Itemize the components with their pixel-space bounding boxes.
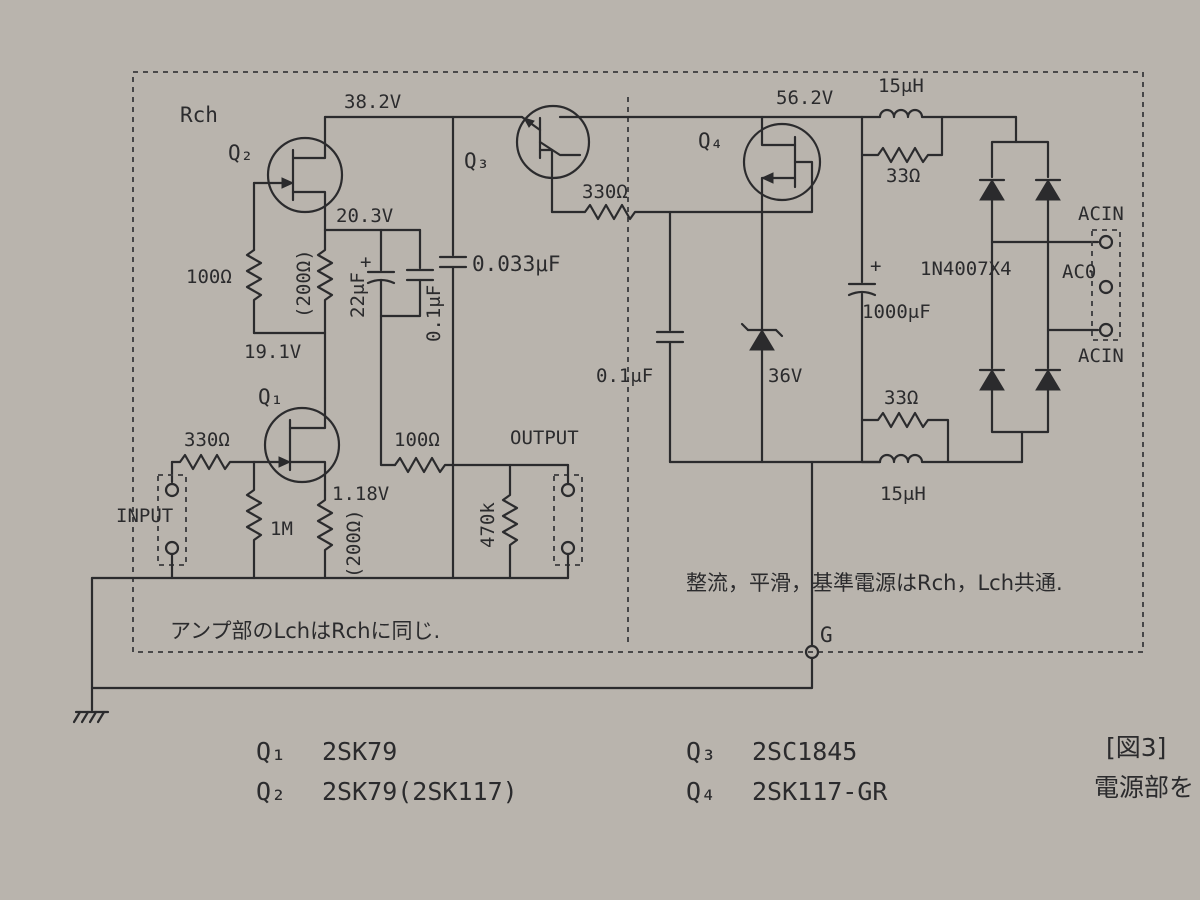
diode-2 <box>1034 178 1062 201</box>
c-01u-a-label: 0.1μF <box>423 285 445 342</box>
c-01u-b <box>655 330 685 344</box>
c-0033u <box>438 255 468 269</box>
power-note: 整流，平滑，基準電源はRch，Lch共通. <box>686 571 1063 595</box>
bridge-top-wire-r <box>1014 140 1050 179</box>
c-01u-a <box>405 268 435 282</box>
figure-caption: 電源部を <box>1094 773 1194 802</box>
l-top-label: 15μH <box>878 75 924 97</box>
legend-part-q1: 2SK79 <box>322 737 397 766</box>
r-100-left <box>245 248 263 335</box>
v-supply-label: 56.2V <box>776 87 833 109</box>
acin-top-label: ACIN <box>1078 203 1124 225</box>
plus-1000u: + <box>870 255 881 277</box>
figure-number: [図3] <box>1106 733 1166 762</box>
r-330-q3-label: 330Ω <box>582 181 628 203</box>
r-330-input-label: 330Ω <box>184 429 230 451</box>
input-label: INPUT <box>116 505 173 527</box>
r-330-q3 <box>550 203 764 221</box>
output-label: OUTPUT <box>510 427 579 449</box>
v-mid-label: 19.1V <box>244 341 301 363</box>
legend-label-q3: Q₃ <box>686 737 716 766</box>
parts-legend: Q₁ 2SK79 Q₂ 2SK79(2SK117) Q₃ 2SC1845 Q₄ … <box>256 737 888 806</box>
g-terminal <box>804 644 820 660</box>
q1-transistor <box>252 396 341 492</box>
r-33-bot <box>860 411 950 464</box>
legend-part-q3: 2SC1845 <box>752 737 857 766</box>
channel-label: Rch <box>180 103 218 127</box>
diode-1 <box>978 178 1006 201</box>
c-0033u-label: 0.033μF <box>472 252 561 276</box>
r-330-input <box>170 453 256 471</box>
plus-22u: + <box>360 251 371 273</box>
ac-terminal <box>1091 229 1121 341</box>
ac0-label: AC0 <box>1062 261 1096 283</box>
c-1000u-label: 1000μF <box>862 301 931 323</box>
r-470k-label: 470k <box>477 502 499 548</box>
r-200-top <box>316 228 334 400</box>
legend-part-q2: 2SK79(2SK117) <box>322 777 518 806</box>
earth-symbol <box>72 710 110 724</box>
c-22u-label: 22μF <box>347 272 369 318</box>
r-470k <box>501 463 519 580</box>
r-33-top-label: 33Ω <box>886 165 920 187</box>
q2-transistor <box>252 136 344 232</box>
v-q1-label: 1.18V <box>332 483 389 505</box>
c-01u-b-label: 0.1μF <box>596 365 653 387</box>
diode-4 <box>1034 368 1062 391</box>
q3-label: Q₃ <box>464 149 489 173</box>
q4-label: Q₄ <box>698 129 723 153</box>
legend-label-q4: Q₄ <box>686 777 716 806</box>
r-33-top <box>860 115 944 164</box>
zener-label: 36V <box>768 365 802 387</box>
r-100-out <box>393 456 570 474</box>
c-1000u <box>847 282 877 297</box>
q3-transistor <box>515 104 591 214</box>
legend-label-q2: Q₂ <box>256 777 286 806</box>
bridge-top-wire <box>990 115 1018 179</box>
r-33-bot-label: 33Ω <box>884 387 918 409</box>
amp-note: アンプ部のLchはRchに同じ. <box>170 619 440 643</box>
acin-bot-label: ACIN <box>1078 345 1124 367</box>
v-q2s-label: 20.3V <box>336 205 393 227</box>
diodes-label: 1N4007X4 <box>920 258 1012 280</box>
output-terminal <box>553 474 583 566</box>
r-100-out-label: 100Ω <box>394 429 440 451</box>
q1-label: Q₁ <box>258 385 283 409</box>
r-200-top-label: (200Ω) <box>293 249 315 318</box>
q4-transistor <box>742 115 822 214</box>
r-1m <box>245 460 263 580</box>
l-bot <box>860 453 1024 464</box>
ground-line-g <box>90 656 814 690</box>
r-200-bot <box>316 488 334 580</box>
ground-label: G <box>820 623 833 647</box>
r-100-left-label: 100Ω <box>186 266 232 288</box>
bridge-bottom-wire <box>990 388 1050 434</box>
enclosure-border <box>132 71 1144 653</box>
diode-3 <box>978 368 1006 391</box>
wire-to-output <box>379 314 397 467</box>
r-200-bot-label: (200Ω) <box>343 509 365 578</box>
l-top <box>860 108 1018 119</box>
wire-cap-bottom <box>379 278 422 318</box>
legend-label-q1: Q₁ <box>256 737 286 766</box>
l-bot-label: 15μH <box>880 483 926 505</box>
r-1m-label: 1M <box>270 518 293 540</box>
legend-part-q4: 2SK117-GR <box>752 777 888 806</box>
q2-label: Q₂ <box>228 141 253 165</box>
v-top-label: 38.2V <box>344 91 401 113</box>
